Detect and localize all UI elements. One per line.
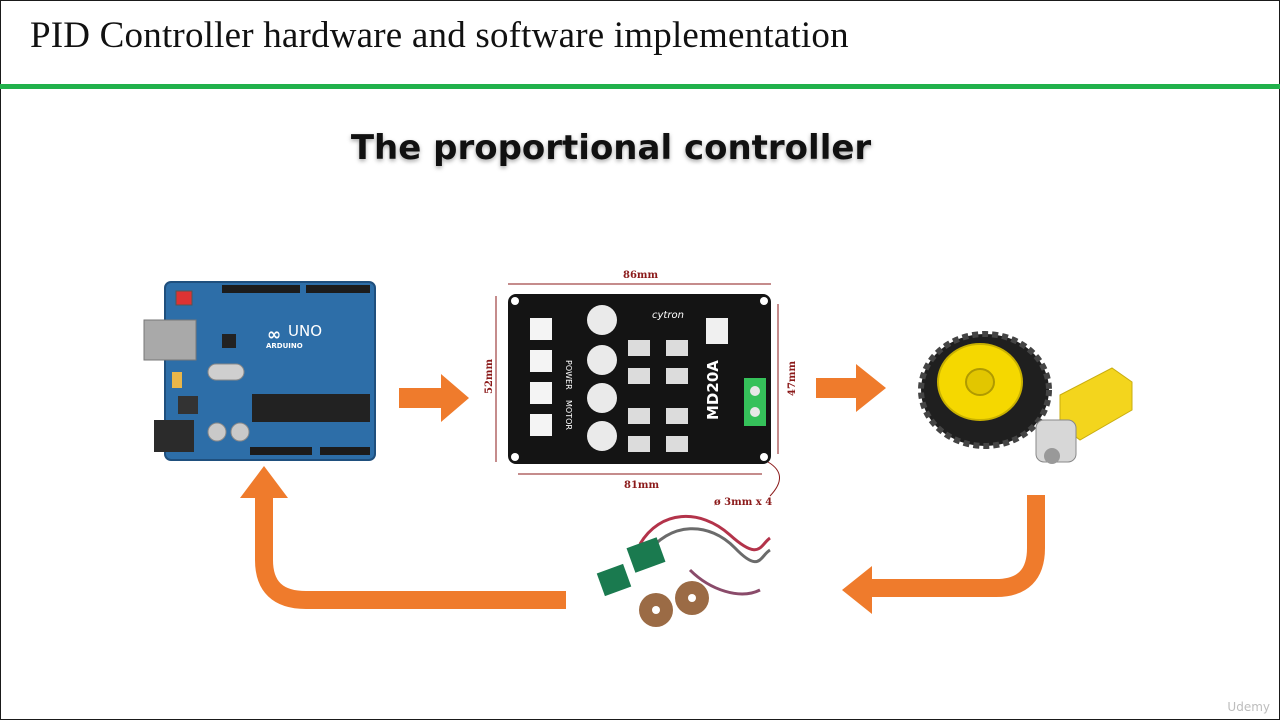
width-top-dimension: 86mm <box>623 270 658 281</box>
driver-brand-label: cytron <box>652 310 684 321</box>
svg-text:∞: ∞ <box>267 325 281 345</box>
width-bottom-dimension: 81mm <box>624 480 659 491</box>
arduino-uno-board: ∞ UNO ARDUINO <box>143 281 376 461</box>
slide-subtitle: The proportional controller <box>350 128 872 168</box>
arduino-brand-label: ARDUINO <box>266 342 303 350</box>
motor-label: MOTOR <box>564 400 573 430</box>
arrow-encoder-to-arduino <box>240 466 566 609</box>
wheel-and-gear-motor <box>918 331 1133 464</box>
slide-title: PID Controller hardware and software imp… <box>30 15 849 56</box>
md20a-motor-driver: 86mm 81mm 52mm 47mm ø 3mm x 4 <box>484 270 798 508</box>
speed-encoder-modules <box>596 514 771 627</box>
mounting-hole-note: ø 3mm x 4 <box>714 497 772 508</box>
arrow-arduino-to-driver <box>399 374 469 422</box>
arrow-motor-to-encoder <box>842 495 1045 614</box>
udemy-watermark: Udemy <box>1227 700 1270 714</box>
power-label: POWER <box>564 360 573 390</box>
height-right-dimension: 47mm <box>787 361 798 396</box>
height-left-dimension: 52mm <box>484 359 495 394</box>
arrow-driver-to-motor <box>816 364 886 412</box>
title-underline <box>0 84 1280 89</box>
arduino-model-label: UNO <box>288 322 322 340</box>
driver-model-label: MD20A <box>704 360 722 420</box>
